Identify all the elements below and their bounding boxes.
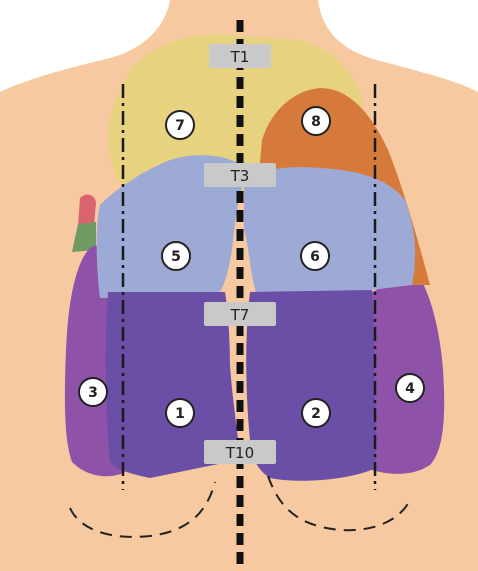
- zone-number-2: 2: [311, 406, 321, 422]
- zone-marker-6: 6: [301, 242, 329, 270]
- zone-marker-4: 4: [396, 374, 424, 402]
- zone-number-7: 7: [175, 118, 185, 134]
- zone-marker-3: 3: [79, 378, 107, 406]
- zone-marker-2: 2: [302, 399, 330, 427]
- zone-number-3: 3: [88, 385, 98, 401]
- zone-number-6: 6: [310, 249, 320, 265]
- zone-marker-7: 7: [166, 111, 194, 139]
- vertebra-text-t7: T7: [230, 306, 250, 324]
- vertebra-text-t3: T3: [230, 167, 250, 185]
- vertebra-label-t1: T1: [209, 44, 271, 68]
- vertebra-label-t3: T3: [204, 163, 276, 187]
- vertebra-label-t10: T10: [204, 440, 276, 464]
- vertebra-text-t10: T10: [225, 444, 254, 462]
- zone-marker-8: 8: [302, 107, 330, 135]
- zone-marker-1: 1: [166, 399, 194, 427]
- zone-number-8: 8: [311, 114, 321, 130]
- zone-marker-5: 5: [162, 242, 190, 270]
- vertebra-label-t7: T7: [204, 302, 276, 326]
- zone-number-5: 5: [171, 249, 181, 265]
- zone-number-1: 1: [175, 406, 185, 422]
- zone-number-4: 4: [405, 381, 415, 397]
- vertebra-text-t1: T1: [230, 48, 250, 66]
